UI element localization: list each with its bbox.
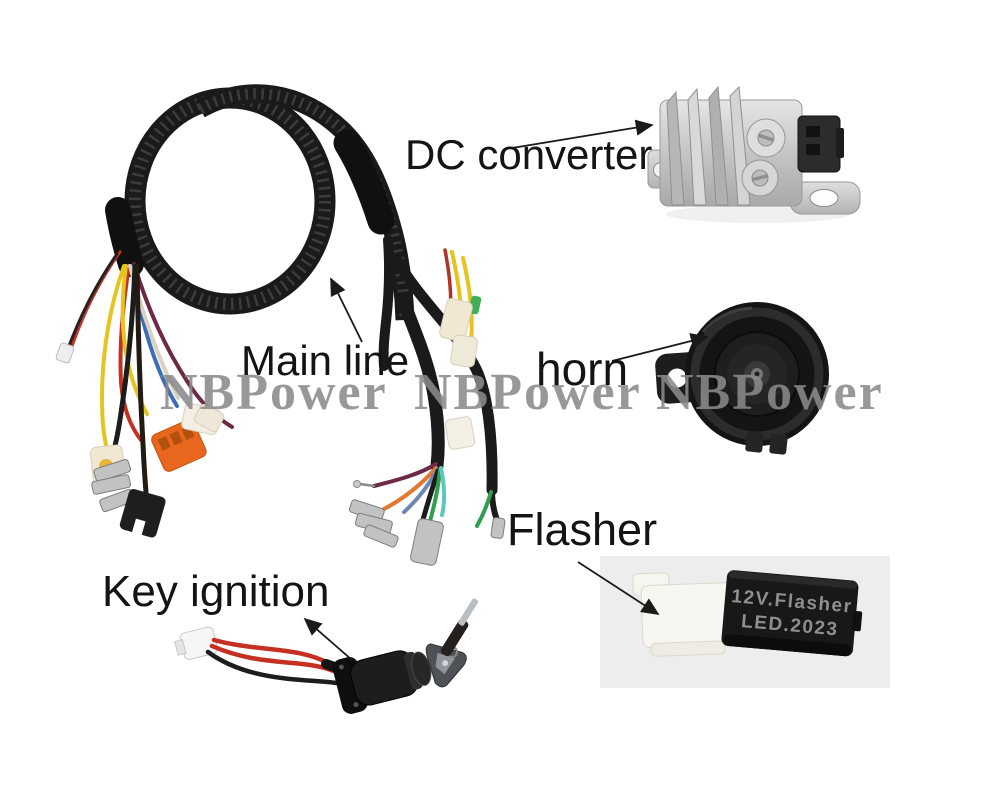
ignition-switch-barrel: [332, 650, 432, 714]
black-connector: [119, 488, 166, 538]
main-harness-photo: [55, 84, 506, 566]
left-connector-cluster: [89, 402, 225, 538]
arrow-horn: [611, 333, 709, 362]
arrow-flasher: [577, 561, 660, 615]
crimp-pin: [353, 480, 361, 488]
flasher-relay-box: 12V.Flasher LED.2023: [721, 570, 863, 657]
cream-connector-mid: [439, 298, 473, 342]
harness-loop-tube: [124, 87, 336, 315]
horn-photo: [655, 302, 829, 455]
arrow-key-ignition: [303, 617, 353, 661]
tape-wrap-right: [333, 129, 395, 235]
cream-connector-mid2: [450, 334, 478, 368]
arrow-main-line: [330, 277, 363, 343]
arrow-dc-converter: [511, 119, 654, 149]
spade-terminals-left: [91, 459, 136, 513]
spare-key-shaft: [440, 619, 469, 657]
dc-converter-photo: [647, 85, 861, 223]
tape-wrap-left: [105, 197, 144, 277]
flasher-photo: 12V.Flasher LED.2023: [600, 556, 890, 688]
annotation-arrows: [303, 119, 709, 661]
horn-terminal: [745, 431, 764, 453]
spade-terminals-center: [348, 499, 506, 566]
spare-key-blade: [458, 598, 479, 626]
key-ignition-photo: [174, 598, 479, 714]
flasher-connector: [632, 572, 738, 657]
horn-terminal: [769, 433, 788, 455]
tiny-white-connector: [55, 342, 75, 364]
converter-plug: [797, 115, 844, 173]
white-connector-mid: [444, 416, 476, 450]
ignition-wires: [205, 637, 359, 687]
